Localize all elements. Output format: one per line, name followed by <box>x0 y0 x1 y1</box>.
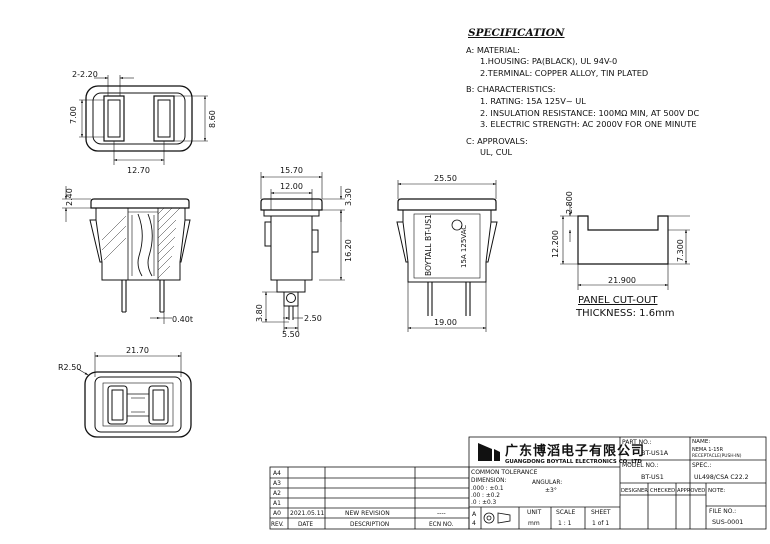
approved-label: APPROVED <box>677 488 705 494</box>
dim-bottom-w: 21.70 <box>126 346 149 355</box>
spec-section-characteristics: B: CHARACTERISTICS: <box>466 84 556 95</box>
name-line2: RECEPTACLE(PUSH-IN) <box>692 453 742 459</box>
specification-block: SPECIFICATION A: MATERIAL: 1.HOUSING: PA… <box>466 27 766 159</box>
dim-side-b1: 3.80 <box>255 304 264 322</box>
tolerance-1: .000 : ±0.1 <box>471 486 504 492</box>
rev-row-a0: A0 <box>273 510 281 517</box>
spec-section-material: A: MATERIAL: <box>466 44 521 55</box>
tolerance-angular-value: ±3° <box>545 487 557 494</box>
panel-thickness: THICKNESS: 1.6mm <box>575 308 675 319</box>
note-label: NOTE: <box>708 488 726 494</box>
side-view <box>260 172 345 332</box>
dim-front-t: 0.40t <box>172 315 193 324</box>
spec-item: UL, CUL <box>480 147 513 158</box>
tolerance-3: .0 : ±0.3 <box>471 500 497 506</box>
sheet-label: SHEET <box>591 509 611 516</box>
model-no-label: MODEL NO.: <box>622 462 658 469</box>
rev-row-a2: A2 <box>273 490 281 497</box>
tolerance-2: .00 : ±0.2 <box>471 493 500 499</box>
rev-row-a3: A3 <box>273 480 281 487</box>
unit-value: mm <box>528 520 540 527</box>
dim-panel-h1: 12.200 <box>551 230 560 258</box>
unit-label: UNIT <box>527 509 542 516</box>
dim-side-w2: 12.00 <box>280 182 303 191</box>
size-a: A <box>472 511 477 518</box>
name-label: NAME: <box>692 439 710 445</box>
spec-value: UL498/CSA C22.2 <box>694 474 749 481</box>
part-no-value: BT-US1A <box>641 449 669 457</box>
designer-label: DESIGNER <box>621 488 648 494</box>
company-name-cn: 广东博滔电子有限公司 <box>505 443 645 459</box>
scale-value: 1 : 1 <box>558 520 572 527</box>
sheet-value: 1 of 1 <box>592 520 609 527</box>
dim-rear-b: 19.00 <box>434 318 457 327</box>
dim-side-b2: 2.50 <box>304 314 322 323</box>
dim-side-w1: 15.70 <box>280 166 303 175</box>
rev-header-ecn: ECN NO. <box>429 522 454 528</box>
specification-title: SPECIFICATION <box>468 27 565 39</box>
top-view <box>79 75 208 165</box>
checked-label: CHECKED <box>650 488 675 494</box>
spec-item: 3. ELECTRIC STRENGTH: AC 2000V FOR ONE M… <box>480 119 697 130</box>
rev-a0-desc: NEW REVISION <box>345 510 390 517</box>
dim-top-h2: 8.60 <box>208 110 217 128</box>
rear-view <box>396 180 498 332</box>
title-block-lines <box>269 436 767 530</box>
dim-side-h2: 16.20 <box>344 239 353 262</box>
tolerance-title: COMMON TOLERANCE <box>471 469 538 476</box>
marking-brand: BOYTALL BT-US1 <box>424 214 433 276</box>
spec-item: 2. INSULATION RESISTANCE: 100MΩ MIN, AT … <box>480 107 700 118</box>
spec-item: 1. RATING: 15A 125V~ UL <box>480 95 586 106</box>
rev-header-date: DATE <box>298 522 313 528</box>
dim-front-h: 2.40 <box>65 188 74 206</box>
dim-rear-w: 25.50 <box>434 174 457 183</box>
file-no-value: SUS-0001 <box>712 518 743 526</box>
panel-cutout-title: PANEL CUT-OUT <box>578 295 658 306</box>
rev-header-rev: REV. <box>271 522 284 528</box>
rev-row-a4: A4 <box>273 470 281 477</box>
dim-panel-h2: 7.300 <box>676 239 685 262</box>
spec-label: SPEC.: <box>692 462 711 469</box>
spec-item: 2.TERMINAL: COPPER ALLOY, TIN PLATED <box>480 67 649 78</box>
front-section-view <box>62 186 191 324</box>
dim-side-b3: 5.50 <box>282 330 300 339</box>
dim-top-width: 2-2.20 <box>72 70 98 79</box>
dim-top-span: 12.70 <box>127 166 150 175</box>
dim-panel-h3: 2.800 <box>565 191 574 214</box>
dim-bottom-r: R2.50 <box>58 363 81 372</box>
dim-panel-w: 21.900 <box>608 276 636 285</box>
rev-a0-date: 2021.05.11 <box>290 510 325 517</box>
panel-cutout-view <box>560 204 690 290</box>
rev-header-desc: DESCRIPTION <box>350 522 389 528</box>
size-4: 4 <box>472 520 476 527</box>
bottom-view <box>77 352 192 438</box>
company-name-en: GUANGDONG BOYTALL ELECTRONICS CO.,LTD <box>505 459 642 465</box>
name-line1: NEMA 1-15R <box>692 447 724 453</box>
model-no-value: BT-US1 <box>641 473 664 481</box>
spec-section-approvals: C: APPROVALS: <box>466 135 528 146</box>
dim-side-h1: 3.30 <box>344 188 353 206</box>
scale-label: SCALE <box>556 509 575 516</box>
marking-rating: 15A 125VAC <box>460 225 468 268</box>
rev-a0-ecn: ---- <box>437 510 446 517</box>
rev-row-a1: A1 <box>273 500 281 507</box>
dim-top-h1: 7.00 <box>69 106 78 124</box>
tolerance-angular: ANGULAR: <box>532 480 562 486</box>
file-no-label: FILE NO.: <box>709 508 736 515</box>
spec-item: 1.HOUSING: PA(BLACK), UL 94V-0 <box>480 56 618 67</box>
tolerance-dimension: DIMENSION: <box>471 478 506 484</box>
part-no-label: PART NO.: <box>622 439 652 446</box>
